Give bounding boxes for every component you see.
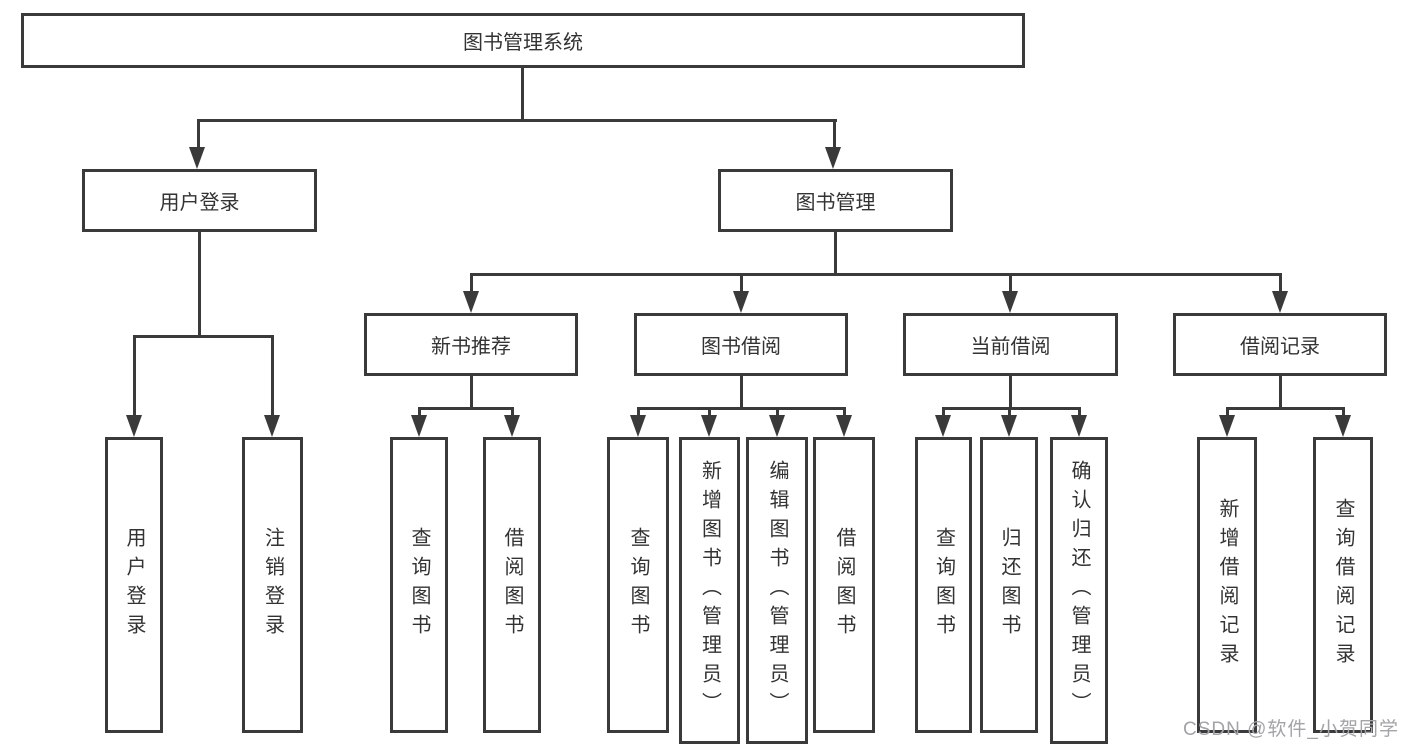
arrowhead-icon — [1335, 415, 1351, 437]
node-label: 当前借阅 — [970, 336, 1051, 358]
arrowhead-icon — [126, 415, 142, 437]
leaf-confirm-return-admin: 确认归还（管理员） — [1050, 437, 1108, 744]
connector-to-current-borrow — [1009, 273, 1012, 293]
connector-to-leaf — [776, 407, 779, 417]
leaf-logout: 注销登录 — [242, 437, 303, 733]
node-label: 借阅记录 — [1240, 336, 1320, 358]
arrowhead-icon — [504, 415, 520, 437]
connector-book-borrow-stem — [740, 376, 743, 410]
connector-new-book-splitter — [418, 407, 514, 410]
leaf-label: 借阅图书 — [501, 527, 523, 643]
node-current-borrow: 当前借阅 — [903, 313, 1118, 376]
leaf-user-login: 用户登录 — [105, 437, 163, 733]
leaf-query-borrow-record: 查询借阅记录 — [1313, 437, 1373, 733]
connector-to-book-management — [833, 119, 836, 149]
leaf-query-books-recommend: 查询图书 — [390, 437, 448, 733]
connector-current-borrow-splitter — [942, 407, 1081, 410]
connector-book-management-splitter — [470, 273, 1281, 276]
connector-to-leaf — [708, 407, 711, 417]
node-label: 新书推荐 — [431, 336, 511, 358]
connector-to-leaf-user-login — [133, 335, 136, 417]
leaf-label: 查询图书 — [408, 527, 430, 643]
leaf-label: 查询借阅记录 — [1332, 498, 1354, 672]
connector-root-splitter — [197, 119, 837, 122]
leaf-add-borrow-record: 新增借阅记录 — [1197, 437, 1257, 733]
node-label: 图书管理系统 — [463, 32, 583, 54]
node-new-book-recommend: 新书推荐 — [364, 313, 578, 376]
arrowhead-icon — [1272, 291, 1288, 313]
leaf-add-book-admin: 新增图书（管理员） — [679, 437, 740, 744]
arrowhead-icon — [935, 415, 951, 437]
leaf-borrow-books: 借阅图书 — [813, 437, 875, 733]
leaf-borrow-books-recommend: 借阅图书 — [483, 437, 541, 733]
leaf-query-books-current: 查询图书 — [915, 437, 972, 733]
arrowhead-icon — [1001, 415, 1017, 437]
connector-to-leaf — [511, 407, 514, 417]
node-library-management-system: 图书管理系统 — [21, 13, 1025, 68]
connector-book-borrow-splitter — [637, 407, 846, 410]
connector-to-leaf — [942, 407, 945, 417]
connector-to-leaf — [1008, 407, 1011, 417]
connector-to-borrow-records — [1279, 273, 1282, 293]
arrowhead-icon — [463, 291, 479, 313]
connector-book-management-stem — [834, 232, 837, 276]
leaf-return-book: 归还图书 — [980, 437, 1038, 733]
connector-to-new-book-recommend — [470, 273, 473, 293]
connector-to-leaf-logout — [271, 335, 274, 417]
node-book-management: 图书管理 — [718, 169, 953, 232]
connector-to-user-login — [197, 119, 200, 149]
arrowhead-icon — [769, 415, 785, 437]
leaf-label: 编辑图书（管理员） — [766, 460, 788, 721]
arrowhead-icon — [630, 415, 646, 437]
connector-to-leaf — [1078, 407, 1081, 417]
node-label: 用户登录 — [159, 192, 240, 214]
leaf-edit-book-admin: 编辑图书（管理员） — [746, 437, 808, 744]
connector-to-book-borrow — [740, 273, 743, 293]
connector-to-leaf — [637, 407, 640, 417]
leaf-label: 新增图书（管理员） — [698, 460, 721, 721]
connector-user-login-splitter — [133, 335, 274, 338]
connector-user-login-stem — [198, 232, 201, 338]
connector-to-leaf — [843, 407, 846, 417]
connector-to-leaf — [1342, 407, 1345, 417]
arrowhead-icon — [1219, 415, 1235, 437]
leaf-label: 查询图书 — [627, 527, 649, 643]
leaf-label: 借阅图书 — [833, 527, 855, 643]
arrowhead-icon — [1002, 291, 1018, 313]
leaf-label: 用户登录 — [123, 527, 145, 643]
arrowhead-icon — [411, 415, 427, 437]
arrowhead-icon — [189, 147, 205, 169]
arrowhead-icon — [1071, 415, 1087, 437]
connector-new-book-stem — [470, 376, 473, 410]
connector-to-leaf — [1226, 407, 1229, 417]
node-label: 图书借阅 — [701, 336, 781, 358]
watermark: CSDN @软件_小贺同学 — [1183, 719, 1399, 740]
node-user-login: 用户登录 — [82, 169, 317, 232]
arrowhead-icon — [836, 415, 852, 437]
leaf-label: 归还图书 — [998, 527, 1020, 643]
node-label: 图书管理 — [795, 192, 876, 214]
arrowhead-icon — [264, 415, 280, 437]
connector-borrow-records-stem — [1279, 376, 1282, 410]
connector-current-borrow-stem — [1009, 376, 1012, 410]
leaf-label: 确认归还（管理员） — [1068, 460, 1090, 721]
connector-to-leaf — [418, 407, 421, 417]
connector-root-stem — [521, 68, 524, 122]
node-book-borrow: 图书借阅 — [634, 313, 848, 376]
leaf-query-books-borrow: 查询图书 — [607, 437, 669, 733]
connector-borrow-records-splitter — [1226, 407, 1345, 410]
arrowhead-icon — [825, 147, 841, 169]
node-borrow-records: 借阅记录 — [1173, 313, 1387, 376]
leaf-label: 新增借阅记录 — [1216, 498, 1238, 672]
arrowhead-icon — [701, 415, 717, 437]
leaf-label: 查询图书 — [932, 527, 955, 643]
arrowhead-icon — [733, 291, 749, 313]
leaf-label: 注销登录 — [261, 527, 284, 643]
